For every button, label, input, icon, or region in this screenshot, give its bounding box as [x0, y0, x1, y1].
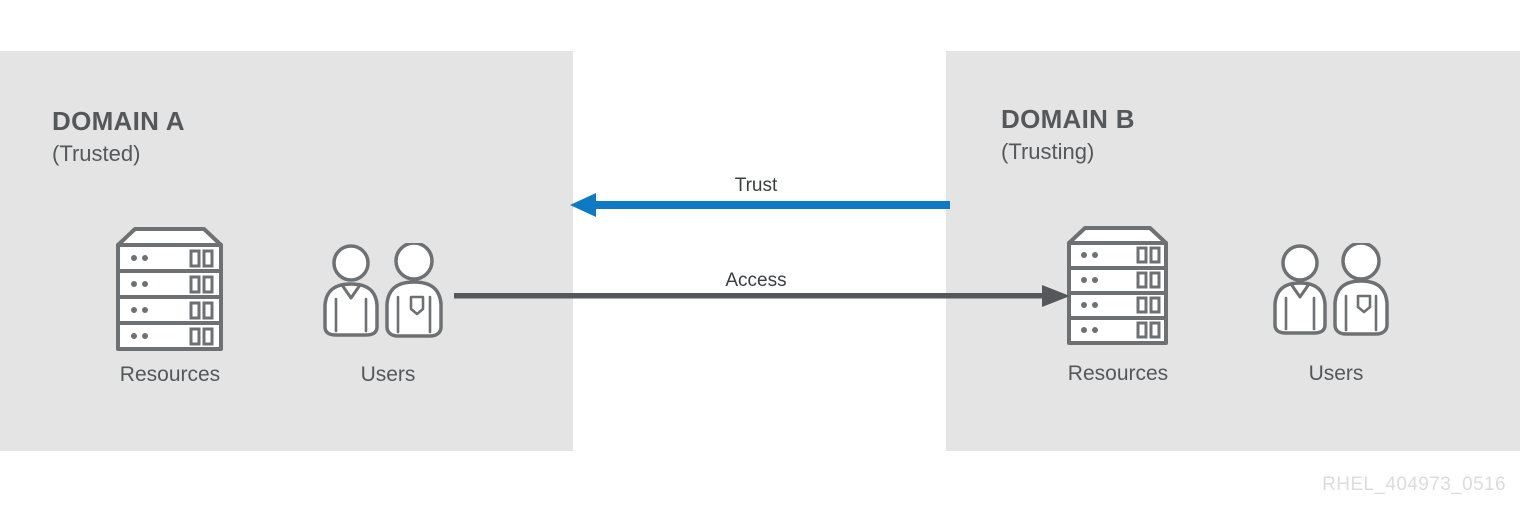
domain-b-title: DOMAIN B	[1001, 104, 1135, 134]
access-arrow-label: Access	[725, 270, 787, 291]
trust-arrow-label: Trust	[734, 175, 778, 196]
access-arrow	[454, 285, 1070, 307]
domain-b-users-caption: Users	[1308, 362, 1364, 385]
domain-a-resources-caption: Resources	[119, 363, 221, 386]
domain-a-users-icon	[318, 241, 458, 348]
domain-a-subtitle: (Trusted)	[52, 141, 141, 166]
domain-b-subtitle: (Trusting)	[1001, 139, 1095, 164]
domain-a-resources-icon	[113, 223, 226, 358]
watermark-label: RHEL_404973_0516	[1322, 474, 1506, 495]
domain-a-panel	[0, 51, 573, 451]
domain-a-title: DOMAIN A	[52, 106, 185, 136]
domain-b-resources-icon	[1065, 222, 1170, 352]
domain-b-resources-caption: Resources	[1067, 362, 1169, 385]
trust-arrow	[570, 193, 950, 217]
domain-b-panel	[946, 51, 1520, 451]
domain-a-users-caption: Users	[360, 363, 416, 386]
domain-b-users-icon	[1268, 241, 1403, 346]
